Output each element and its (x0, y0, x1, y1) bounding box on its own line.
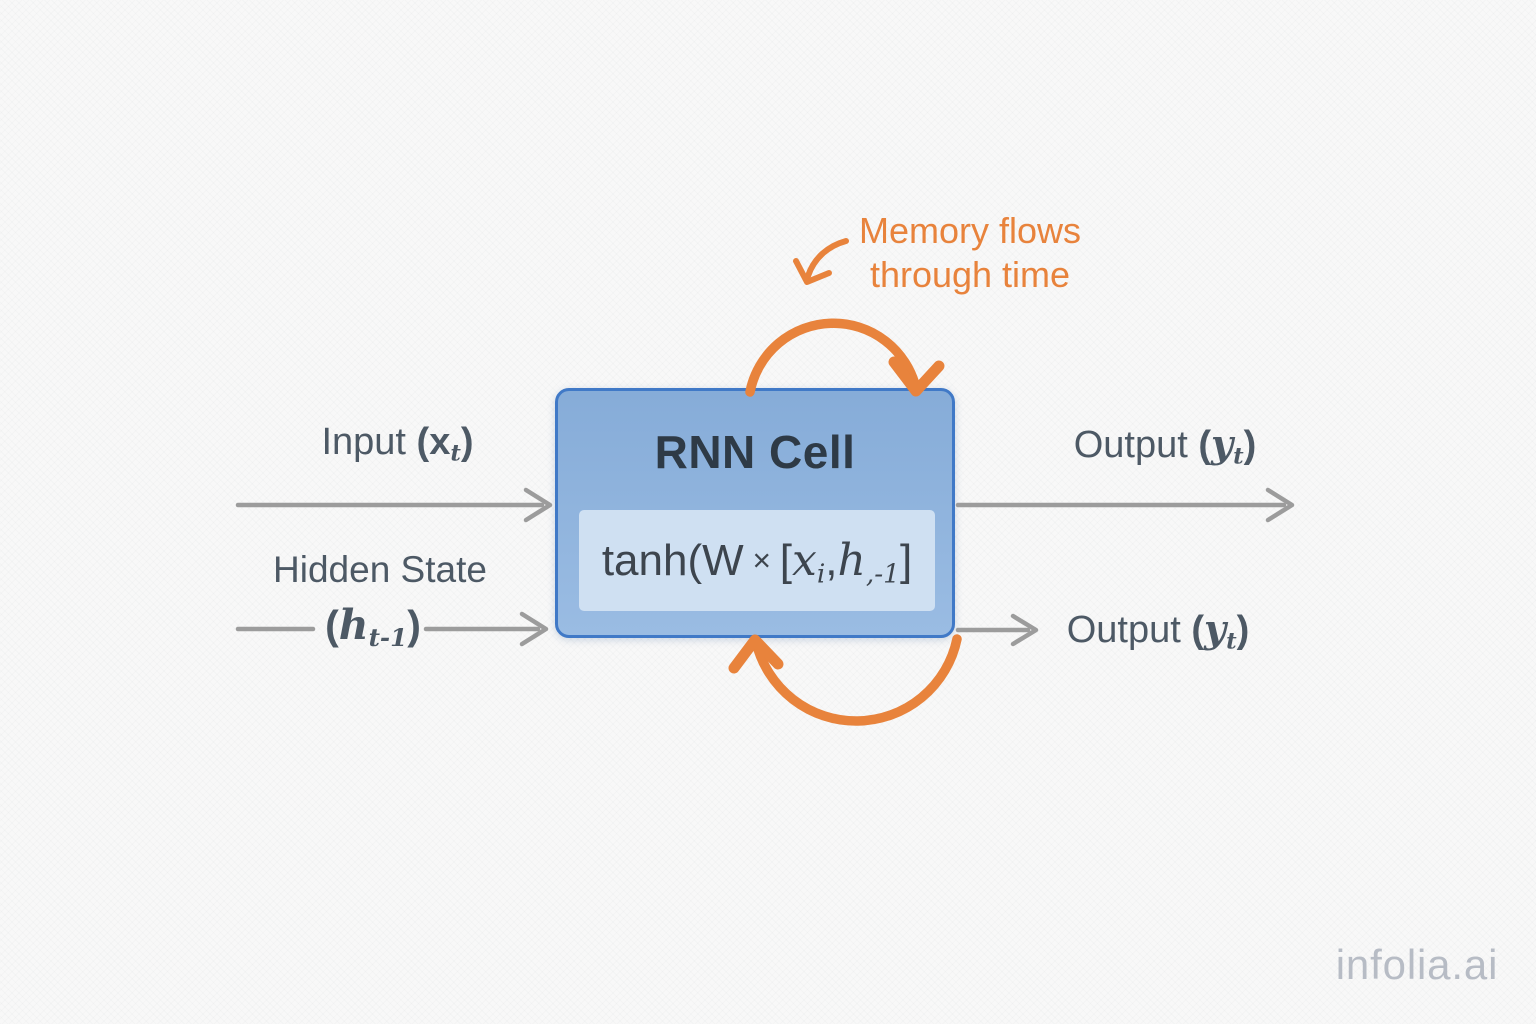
output-top-label: Output (yt) (1020, 421, 1310, 470)
output-bottom-word: Output (1066, 609, 1192, 651)
recurrence-top-arrow (745, 318, 945, 397)
input-arrow (235, 487, 553, 523)
formula-times: × (743, 542, 780, 579)
output-bottom-arrow (955, 613, 1039, 647)
output-top-word: Output (1073, 424, 1199, 466)
output-bottom-var: (yt) (1191, 606, 1250, 655)
annotation-curved-arrow (793, 238, 849, 285)
output-bottom-label: Output (yt) (1043, 606, 1273, 655)
formula-h: h (837, 535, 866, 586)
formula-pre: tanh(W (601, 536, 744, 585)
formula-close-bracket: ] (899, 536, 913, 585)
memory-annotation-line1: Memory flows (858, 210, 1082, 251)
output-top-var: (yt) (1198, 421, 1257, 470)
watermark-infolia: infolia.ai (1335, 941, 1499, 988)
input-var: (xt) (416, 421, 474, 467)
input-word: Input (321, 421, 417, 463)
rnn-cell-box: RNN Cell tanh(W × [xi,h,-1] (555, 388, 955, 638)
hidden-state-var: (ht-1) (325, 601, 421, 652)
memory-annotation: Memory flows through time (845, 209, 1095, 297)
hidden-state-label: Hidden State (273, 549, 487, 590)
recurrence-bottom-arrow (728, 634, 962, 726)
formula-x: x (791, 535, 817, 586)
hidden-state-arrow (423, 611, 549, 647)
formula-x-sub: i (816, 558, 826, 590)
rnn-formula: tanh(W × [xi,h,-1] (601, 535, 913, 590)
rnn-formula-box: tanh(W × [xi,h,-1] (579, 510, 935, 611)
output-top-arrow (955, 487, 1295, 523)
rnn-cell-title: RNN Cell (654, 426, 856, 478)
formula-h-sub: ,-1 (865, 558, 900, 590)
formula-comma: , (825, 536, 838, 585)
formula-open-bracket: [ (779, 536, 792, 585)
input-label: Input (xt) (240, 421, 555, 467)
memory-annotation-line2: through time (869, 253, 1071, 295)
